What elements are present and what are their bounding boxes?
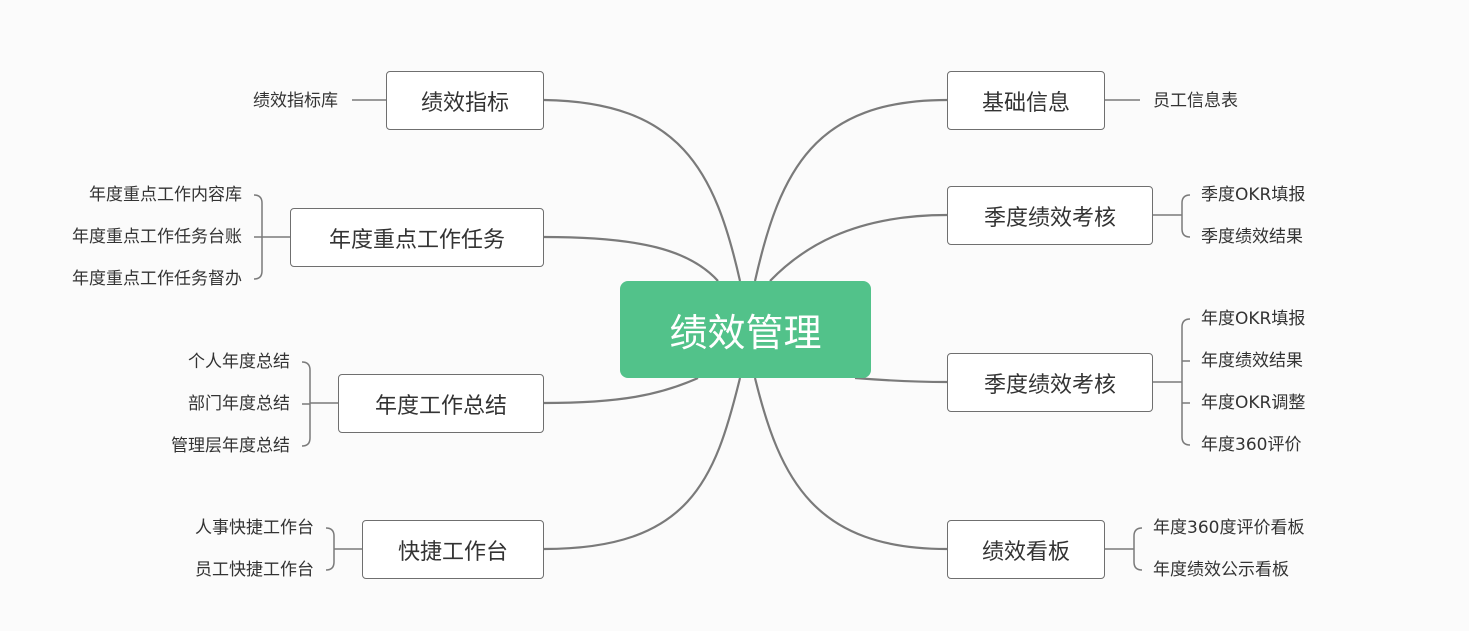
branch-label: 季度绩效考核 xyxy=(983,205,1116,231)
connector-center-to-basic-info xyxy=(753,98,948,282)
branch-label: 基础信息 xyxy=(981,90,1070,116)
connector-center-to-performance-indicators xyxy=(543,98,742,282)
connector-center-to-quarterly-assessment xyxy=(769,213,948,282)
connector-center-to-annual-work-summary xyxy=(543,376,699,405)
leaf-annual-performance-publicity[interactable]: 年度绩效公示看板 xyxy=(1153,560,1289,580)
connector-center-to-quick-workbench xyxy=(543,377,742,551)
connector-quick-workbench-leaves-bracket xyxy=(325,527,335,571)
branch-label: 年度重点工作任务 xyxy=(328,227,505,253)
branch-performance-indicators[interactable]: 绩效指标 xyxy=(386,71,544,130)
branch-annual-work-summary[interactable]: 年度工作总结 xyxy=(338,374,544,433)
leaf-personal-annual-summary[interactable]: 个人年度总结 xyxy=(188,352,290,372)
branch-quick-workbench[interactable]: 快捷工作台 xyxy=(362,520,544,579)
branch-quarterly-assessment[interactable]: 季度绩效考核 xyxy=(947,186,1153,245)
leaf-annual-okr-fill[interactable]: 年度OKR填报 xyxy=(1201,309,1306,329)
leaf-annual-360-dashboard[interactable]: 年度360度评价看板 xyxy=(1153,518,1305,538)
leaf-hr-quick-workbench[interactable]: 人事快捷工作台 xyxy=(195,518,314,538)
central-topic-label: 绩效管理 xyxy=(669,311,822,355)
branch-label: 快捷工作台 xyxy=(397,539,508,565)
connector-center-to-quarterly-assessment-annual xyxy=(854,376,948,384)
leaf-indicator-library[interactable]: 绩效指标库 xyxy=(253,91,338,111)
connector-dashboard-leaves-bracket xyxy=(1133,527,1143,571)
leaf-department-annual-summary[interactable]: 部门年度总结 xyxy=(188,394,290,414)
branch-label: 季度绩效考核 xyxy=(983,372,1116,398)
leaf-annual-360-evaluation[interactable]: 年度360评价 xyxy=(1201,435,1302,455)
leaf-employee-info-table[interactable]: 员工信息表 xyxy=(1153,91,1238,111)
leaf-quarterly-okr-fill[interactable]: 季度OKR填报 xyxy=(1201,185,1306,205)
branch-performance-dashboard[interactable]: 绩效看板 xyxy=(947,520,1105,579)
leaf-employee-quick-workbench[interactable]: 员工快捷工作台 xyxy=(195,560,314,580)
leaf-key-task-ledger[interactable]: 年度重点工作任务台账 xyxy=(72,227,242,247)
connector-annual-leaves-bracket xyxy=(1181,318,1191,446)
leaf-quarterly-performance-result[interactable]: 季度绩效结果 xyxy=(1201,227,1303,247)
leaf-annual-performance-result[interactable]: 年度绩效结果 xyxy=(1201,351,1303,371)
connector-center-to-performance-dashboard xyxy=(753,377,948,551)
branch-label: 绩效看板 xyxy=(981,539,1070,565)
branch-basic-info[interactable]: 基础信息 xyxy=(947,71,1105,130)
leaf-annual-okr-adjust[interactable]: 年度OKR调整 xyxy=(1201,393,1306,413)
leaf-key-task-supervision[interactable]: 年度重点工作任务督办 xyxy=(72,269,242,289)
branch-label: 绩效指标 xyxy=(420,90,509,116)
connector-center-to-annual-key-tasks xyxy=(543,235,719,282)
connector-quarterly-leaves-bracket xyxy=(1181,194,1191,238)
leaf-management-annual-summary[interactable]: 管理层年度总结 xyxy=(171,436,290,456)
branch-annual-key-tasks[interactable]: 年度重点工作任务 xyxy=(290,208,544,267)
central-topic[interactable]: 绩效管理 xyxy=(620,281,871,378)
leaf-key-task-content-library[interactable]: 年度重点工作内容库 xyxy=(89,185,242,205)
branch-label: 年度工作总结 xyxy=(374,393,507,419)
branch-quarterly-assessment-annual[interactable]: 季度绩效考核 xyxy=(947,353,1153,412)
